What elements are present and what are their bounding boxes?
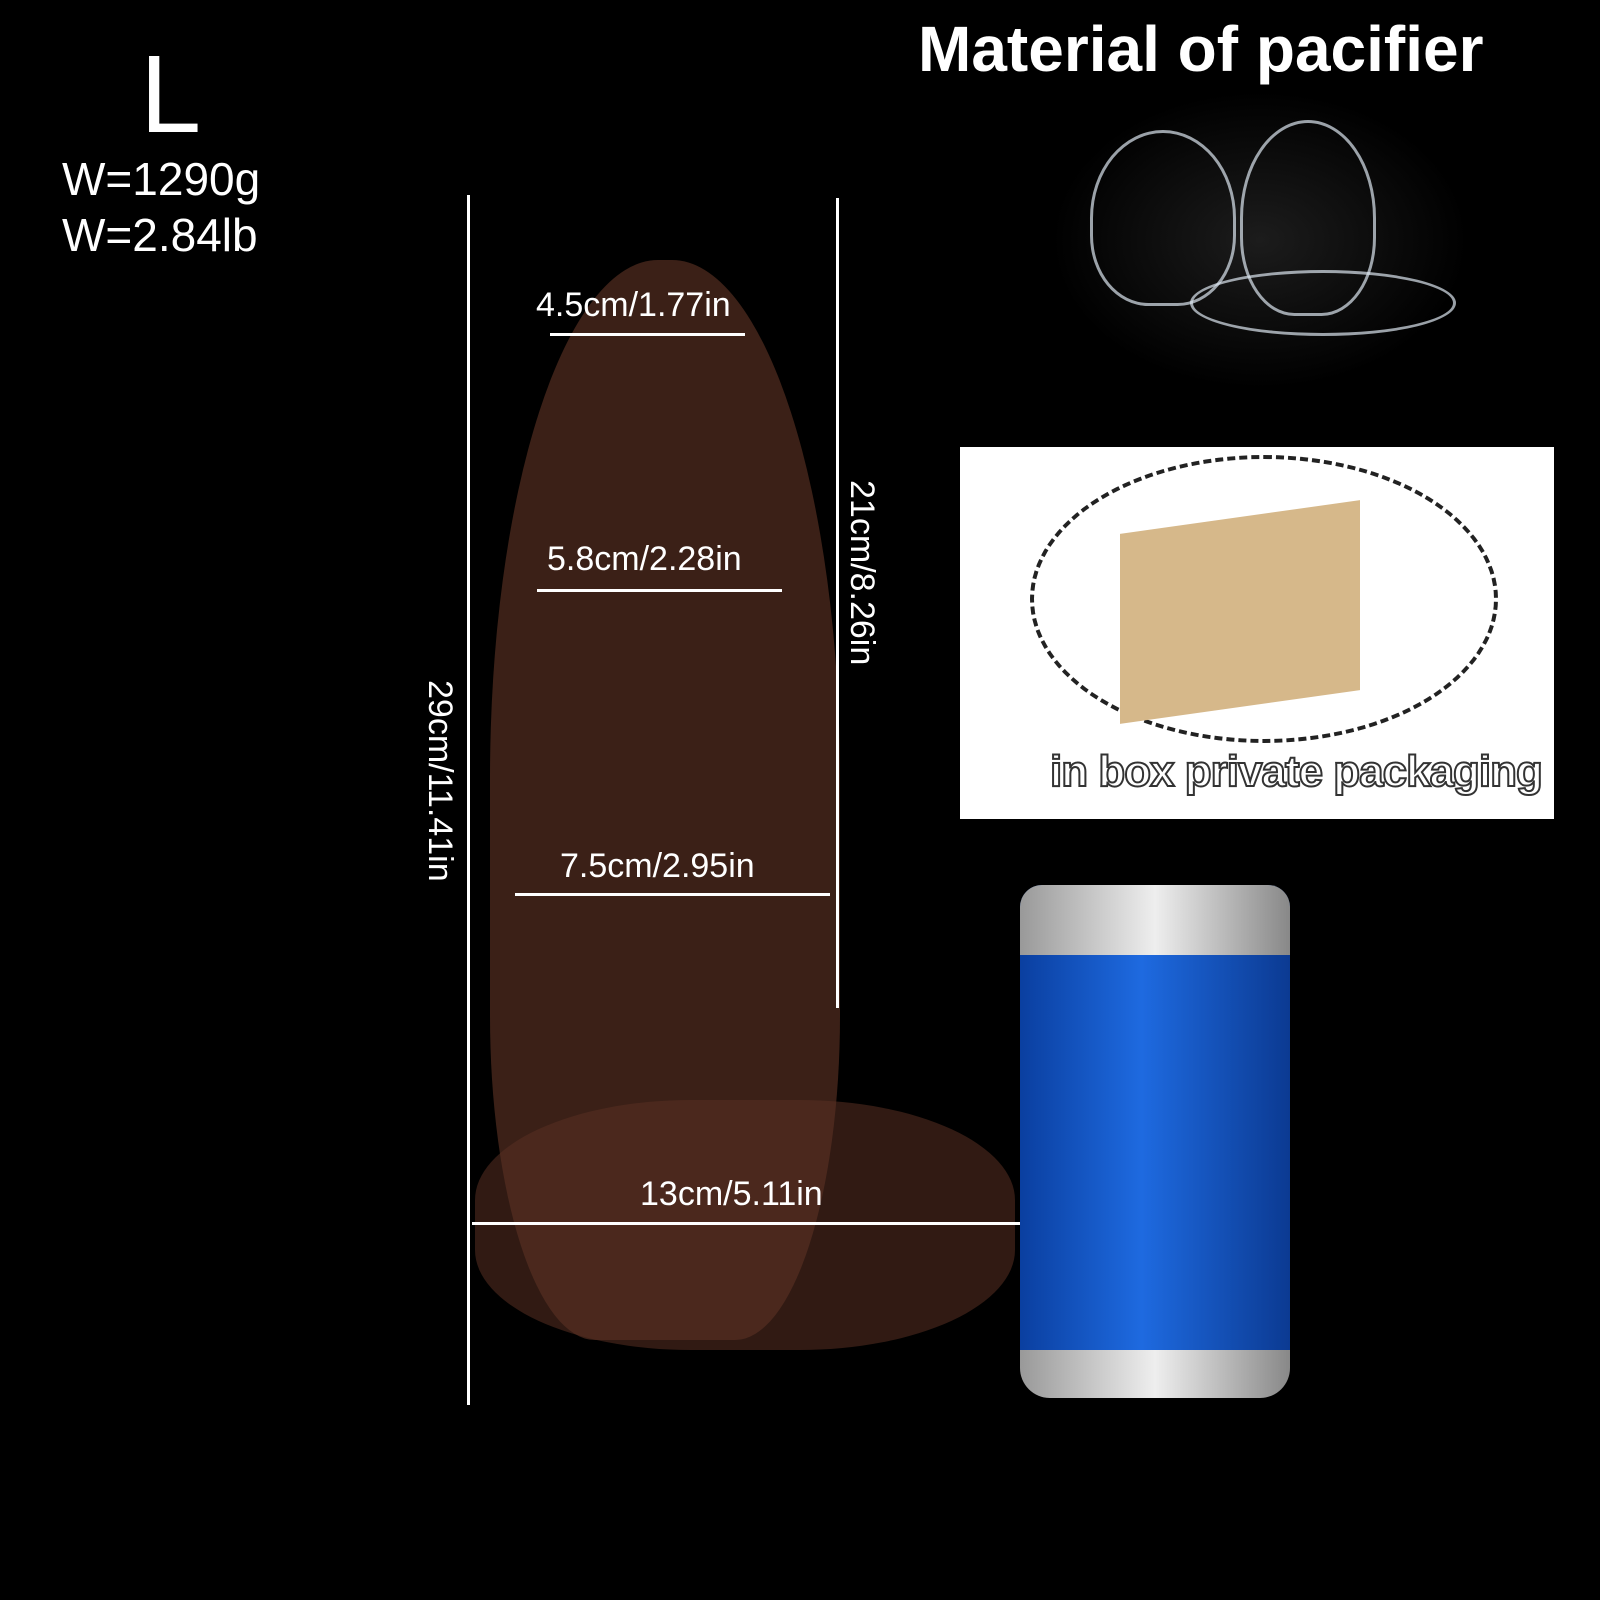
pacifier-material-image bbox=[1050, 90, 1470, 390]
material-title: Material of pacifier bbox=[918, 13, 1484, 85]
base-width-line bbox=[472, 1222, 1020, 1225]
product-base-placeholder bbox=[475, 1100, 1015, 1350]
insertable-length-label: 21cm/8.26in bbox=[843, 480, 881, 666]
total-length-line bbox=[467, 195, 470, 1405]
packaging-label: in box private packaging bbox=[1049, 746, 1544, 797]
mid-width-line bbox=[515, 893, 830, 896]
total-length-label: 29cm/11.41in bbox=[421, 680, 459, 882]
base-width-label: 13cm/5.11in bbox=[640, 1175, 823, 1213]
upper-width-label: 5.8cm/2.28in bbox=[547, 540, 742, 578]
weight-pounds: W=2.84lb bbox=[62, 209, 258, 261]
size-label: L bbox=[140, 33, 202, 156]
insertable-length-line bbox=[836, 198, 839, 1008]
can-top bbox=[1020, 885, 1290, 955]
dashed-oval bbox=[1030, 455, 1498, 743]
weight-grams: W=1290g bbox=[62, 153, 261, 205]
can-bottom bbox=[1020, 1350, 1290, 1398]
mid-width-label: 7.5cm/2.95in bbox=[560, 847, 755, 885]
packaging-panel: in box private packaging bbox=[960, 447, 1554, 819]
reference-can bbox=[1020, 885, 1290, 1380]
upper-width-line bbox=[537, 589, 782, 592]
tip-width-line bbox=[550, 333, 745, 336]
tip-width-label: 4.5cm/1.77in bbox=[536, 286, 731, 324]
cardboard-box-icon bbox=[1120, 500, 1360, 724]
